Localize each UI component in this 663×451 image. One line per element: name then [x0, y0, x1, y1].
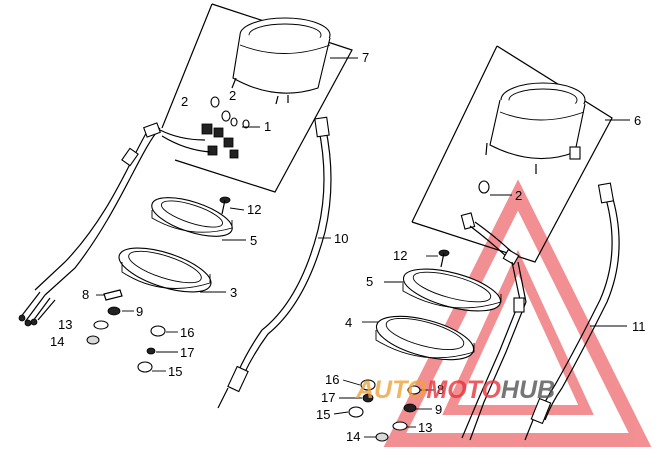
callout-3: 3 [230, 285, 237, 300]
speedo-cable-left [217, 116, 332, 409]
callout-9: 9 [435, 402, 442, 417]
bezel-ring-left [151, 197, 233, 237]
left-assembly [18, 3, 358, 409]
meter-housing-right [485, 82, 586, 174]
callout-16: 16 [325, 372, 339, 387]
callouts-right: 6 2 12 5 4 11 16 8 17 9 15 13 14 [316, 113, 646, 444]
callout-5: 5 [250, 233, 257, 248]
callout-15: 15 [168, 364, 182, 379]
callout-8: 8 [82, 287, 89, 302]
callout-10: 10 [334, 231, 348, 246]
watermark-logo [383, 179, 652, 447]
speedo-cable-right [524, 182, 620, 441]
screw-right [438, 249, 450, 268]
watermark-text: AUTOMOTOHUB [355, 376, 555, 404]
callout-12: 12 [247, 202, 261, 217]
wire-harness-left [18, 122, 161, 327]
callout-4: 4 [345, 315, 352, 330]
callout-13: 13 [58, 317, 72, 332]
small-parts-left [86, 289, 166, 373]
watermark-segment-0: AUTO [355, 376, 427, 404]
meter-case-right [375, 315, 475, 361]
callout-2a: 2 [181, 94, 188, 109]
callouts-left: 7 2 2 1 12 5 3 10 8 9 13 14 16 17 15 [50, 50, 369, 379]
callout-12: 12 [393, 248, 407, 263]
callout-2b: 2 [229, 88, 236, 103]
bulb-cluster-left [159, 96, 250, 159]
callout-5: 5 [366, 274, 373, 289]
small-parts-right [348, 379, 421, 442]
callout-14: 14 [346, 429, 360, 444]
bezel-ring-right [402, 268, 502, 312]
callout-16: 16 [180, 325, 194, 340]
watermark-auto: AUTOMOTOHUB [355, 376, 555, 404]
meter-case-left [118, 247, 212, 293]
meter-housing-left [231, 17, 331, 105]
callout-6: 6 [634, 113, 641, 128]
callout-8: 8 [437, 382, 444, 397]
screw-left [219, 196, 231, 215]
right-assembly [348, 45, 630, 442]
watermark-segment-2: HUB [501, 376, 555, 404]
callout-7: 7 [362, 50, 369, 65]
callout-15: 15 [316, 407, 330, 422]
watermark-segment-1: MOTO [426, 376, 501, 404]
bulb-right [478, 180, 490, 194]
callout-2: 2 [515, 188, 522, 203]
callout-17: 17 [180, 345, 194, 360]
right-frame [411, 45, 613, 263]
callout-14: 14 [50, 334, 64, 349]
callout-13: 13 [418, 420, 432, 435]
callout-1: 1 [264, 119, 271, 134]
callout-17: 17 [321, 390, 335, 405]
callout-11: 11 [632, 319, 646, 334]
callout-9: 9 [136, 304, 143, 319]
wire-assembly-right [460, 212, 527, 441]
